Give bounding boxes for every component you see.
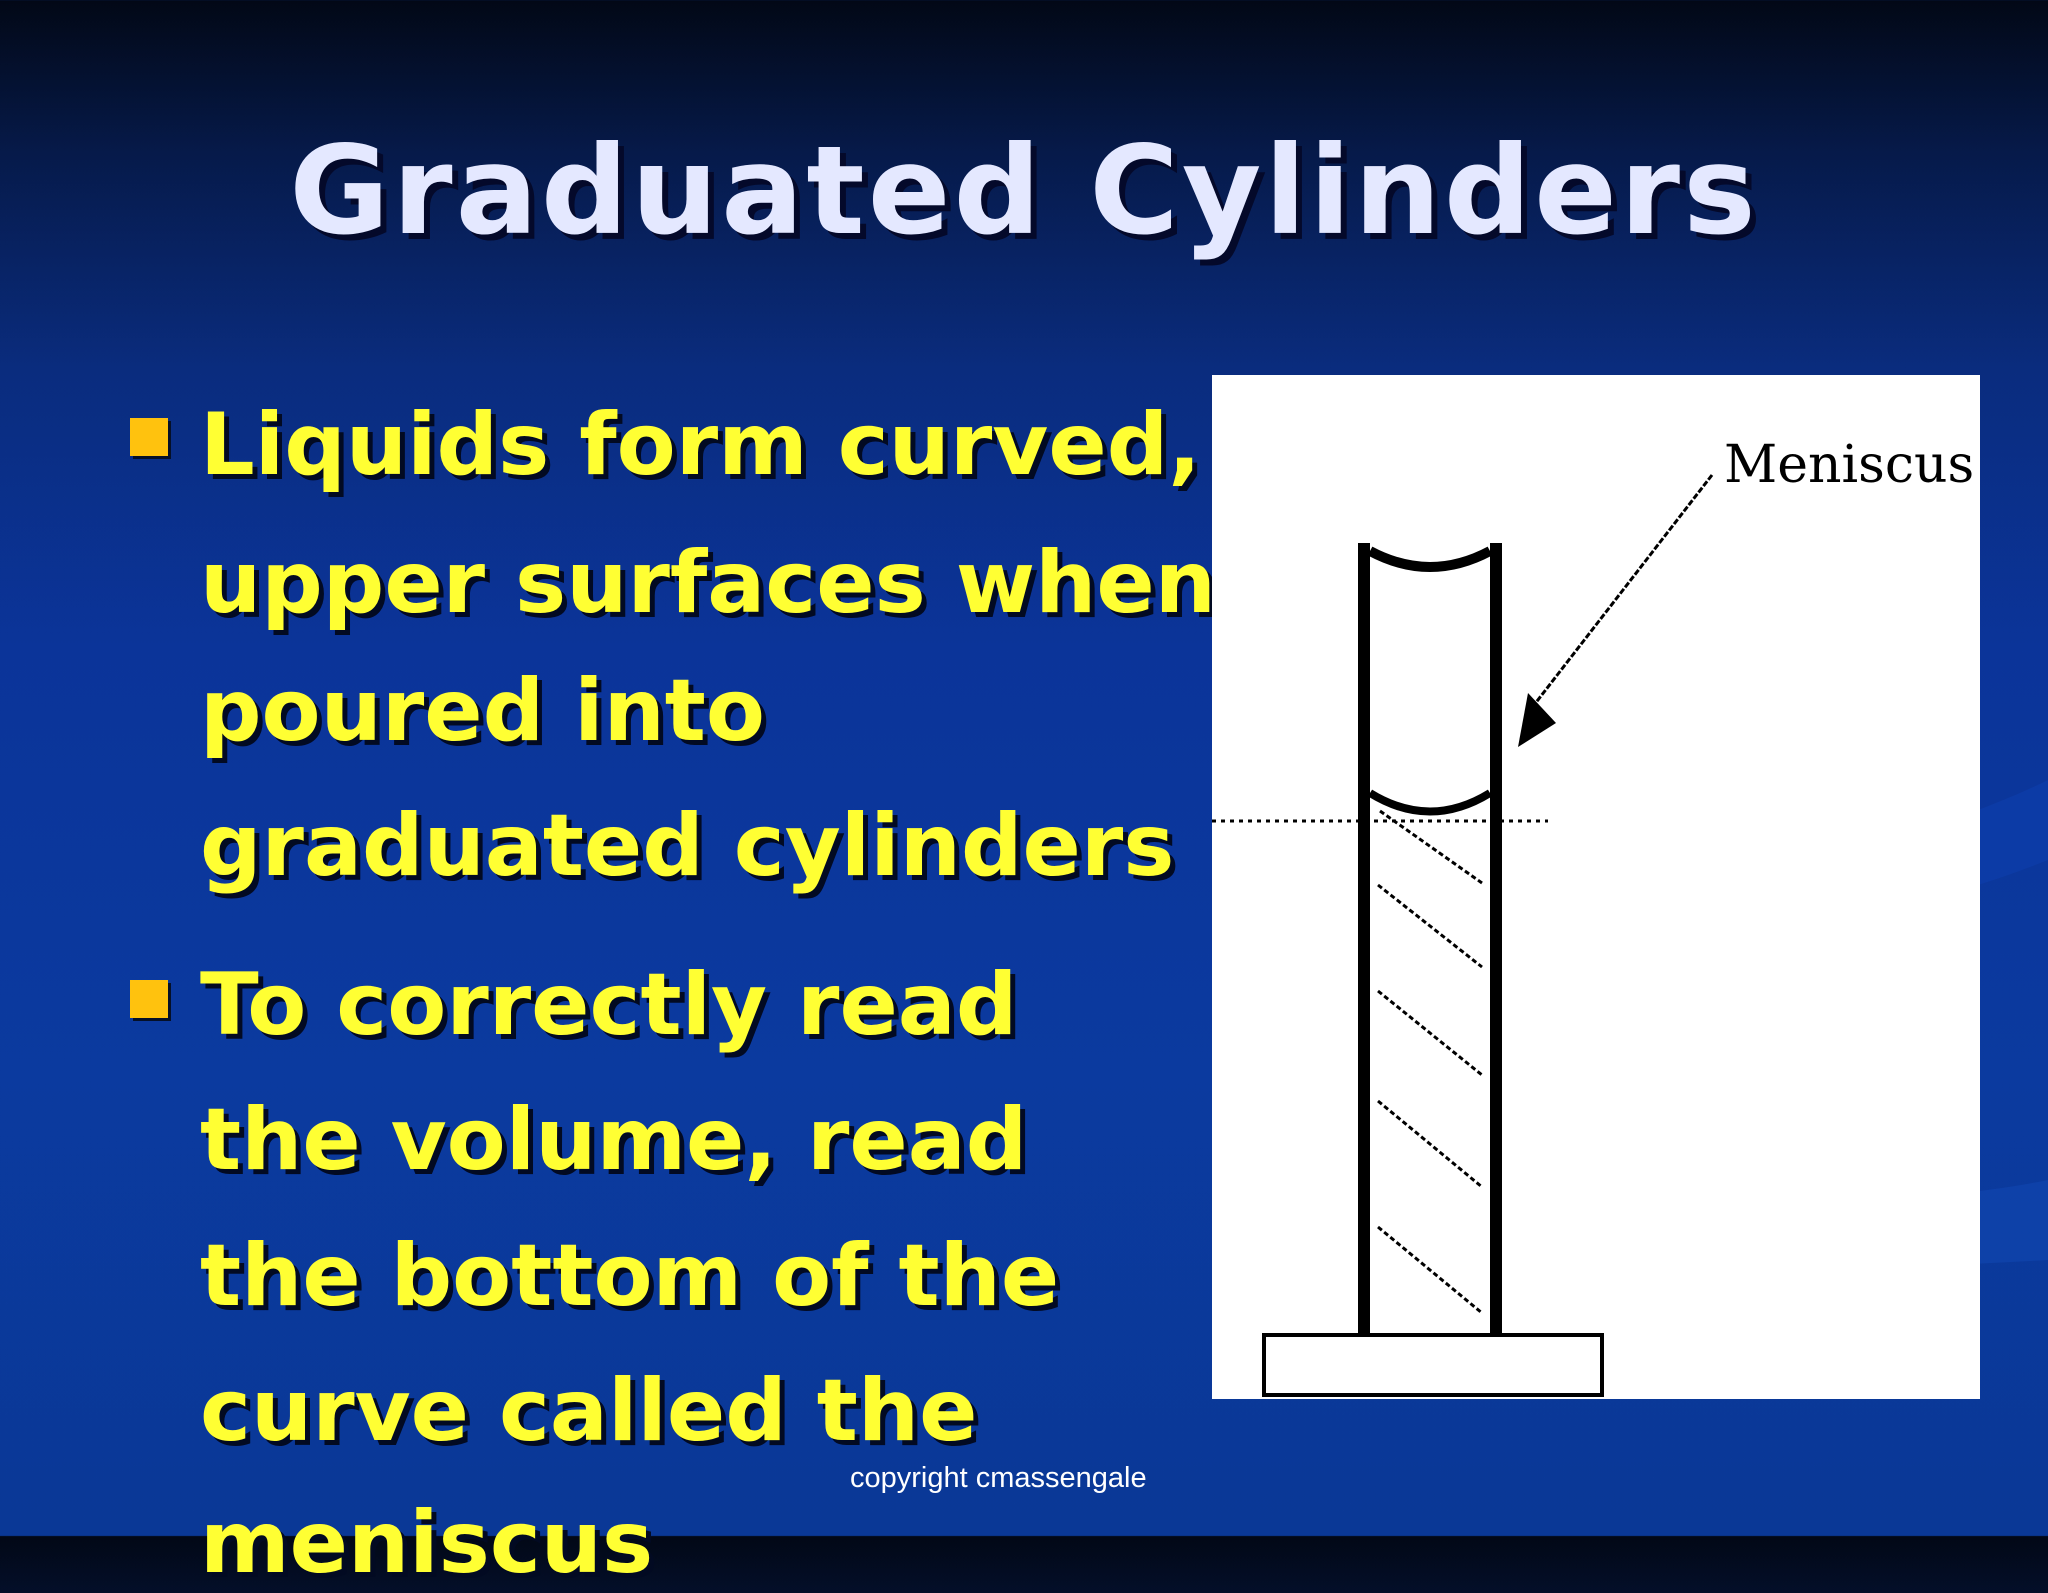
- bullet-1-line-3: poured into: [200, 661, 766, 761]
- bullet-1-line-1: Liquids form curved,: [200, 395, 1201, 495]
- meniscus-arrow-shaft: [1532, 474, 1714, 706]
- cylinder-base: [1262, 1333, 1604, 1397]
- bullet-1-line-4: graduated cylinders: [200, 796, 1175, 896]
- bullet-2-line-4: curve called the: [200, 1361, 978, 1461]
- bullet-2-line-1: To correctly read: [200, 955, 1018, 1055]
- meniscus-arrow-head: [1518, 693, 1556, 747]
- bullet-2-line-3: the bottom of the: [200, 1226, 1060, 1326]
- meniscus-label: Meniscus: [1724, 435, 1974, 495]
- top-meniscus-curve: [1367, 546, 1493, 572]
- cylinder-right-wall: [1490, 543, 1502, 1333]
- bullet-2-line-2: the volume, read: [200, 1090, 1028, 1190]
- bullet-1-line-2: upper surfaces when: [200, 533, 1216, 633]
- bullet-2-line-5: meniscus: [200, 1493, 654, 1593]
- slide-title: Graduated Cylinders: [289, 120, 1759, 262]
- meniscus-diagram: Meniscus: [1212, 375, 1980, 1399]
- cylinder-left-wall: [1358, 543, 1370, 1333]
- bullet-marker: [130, 980, 168, 1018]
- bullet-marker: [130, 418, 168, 456]
- cylinder-illustration: Meniscus: [1212, 435, 1974, 1397]
- liquid-meniscus-curve: [1367, 789, 1493, 816]
- copyright-notice: copyright cmassengale: [850, 1462, 1147, 1494]
- liquid-hatching: [1377, 809, 1483, 1315]
